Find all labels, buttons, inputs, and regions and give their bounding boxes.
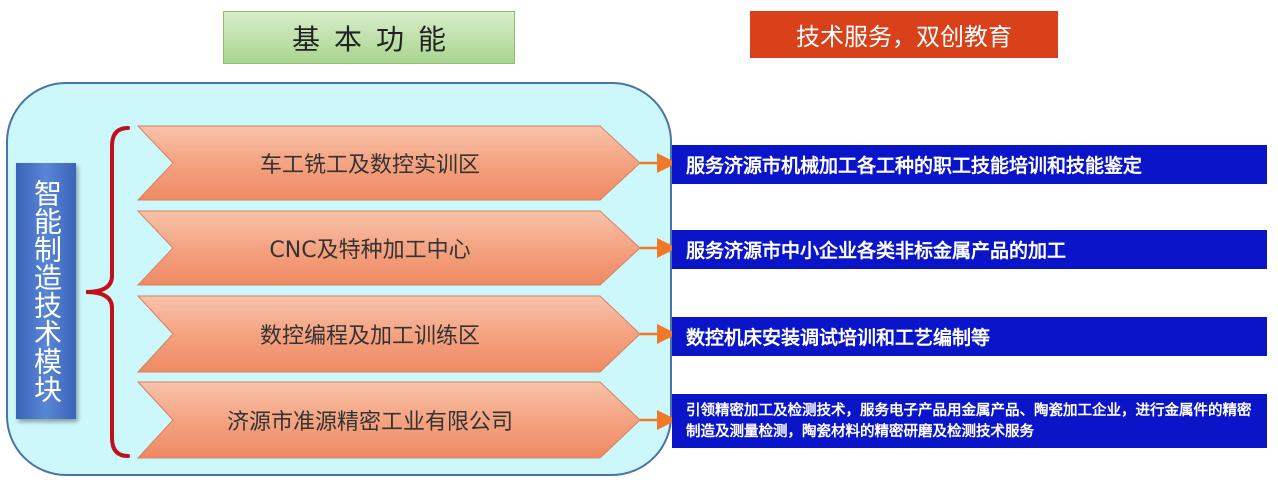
grouping-brace (85, 126, 130, 458)
area-label-3: 数控编程及加工训练区 (259, 324, 480, 349)
area-arrow-2 (136, 210, 641, 286)
service-box-2: 服务济源市中小企业各类非标金属产品的加工 (672, 230, 1267, 269)
area-arrow-3 (136, 295, 641, 373)
area-label-2: CNC及特种加工中心 (269, 238, 471, 263)
module-title: 智能制造技术模块 (16, 163, 76, 419)
service-box-3: 数控机床安装调试培训和工艺编制等 (672, 317, 1267, 356)
service-header: 技术服务，双创教育 (750, 11, 1058, 58)
basic-functions-header: 基本功能 (223, 11, 515, 64)
service-box-1: 服务济源市机械加工各工种的职工技能培训和技能鉴定 (672, 145, 1267, 184)
area-arrow-1 (136, 125, 641, 201)
service-box-4: 引领精密加工及检测技术，服务电子产品用金属产品、陶瓷加工企业，进行金属件的精密制… (672, 394, 1267, 448)
area-label-1: 车工铣工及数控实训区 (259, 153, 480, 178)
area-label-4: 济源市准源精密工业有限公司 (226, 410, 513, 435)
area-arrow-4 (136, 381, 641, 459)
